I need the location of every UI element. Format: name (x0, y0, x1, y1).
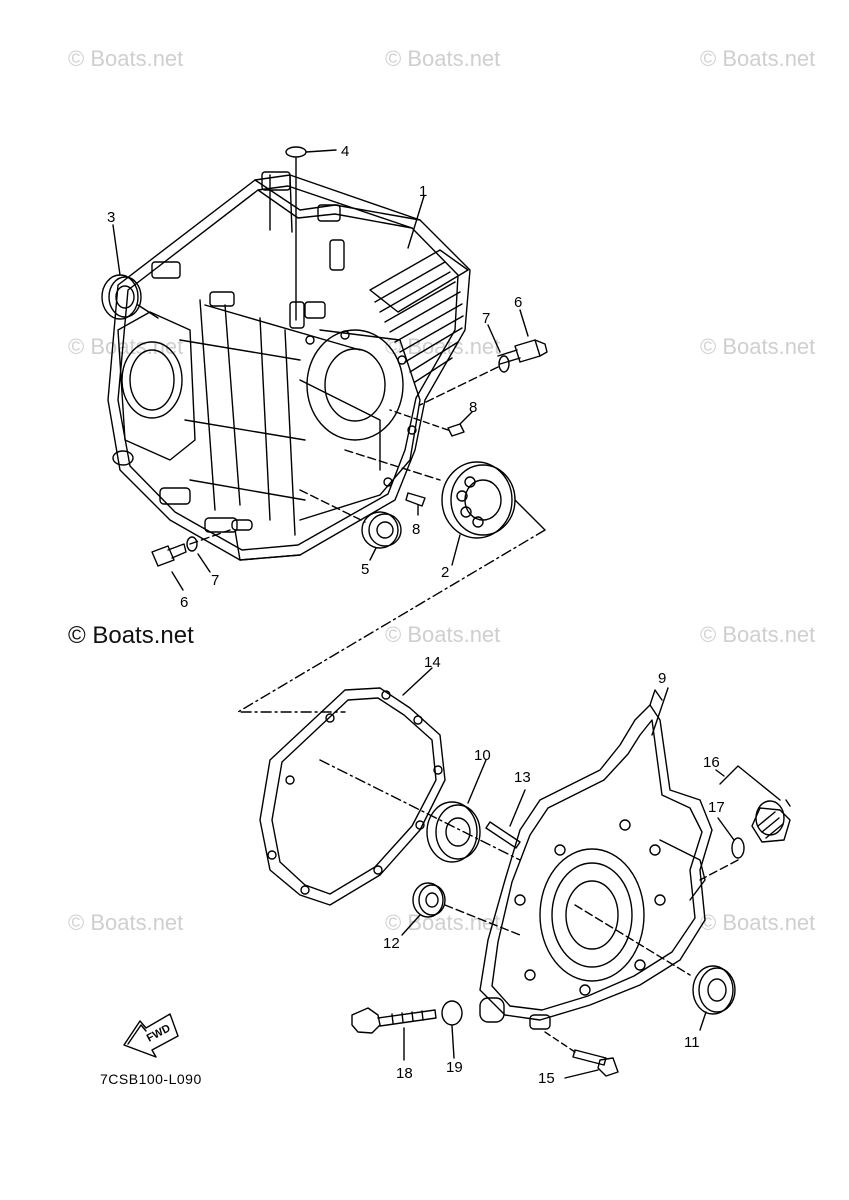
dipstick-part (351, 1007, 437, 1034)
dowel-pin-part (485, 821, 521, 849)
o-ring-part (441, 1000, 463, 1026)
callout-number: 19 (446, 1059, 463, 1076)
callout-number: 6 (514, 294, 522, 311)
callout-number: 7 (211, 572, 219, 589)
callout-number: 2 (441, 564, 449, 581)
watermark: © Boats.net (700, 910, 816, 935)
crankcase-part (107, 171, 471, 561)
callout-number: 13 (514, 769, 531, 786)
callout-number: 5 (361, 561, 369, 578)
washer-part (186, 536, 198, 552)
callout-number: 11 (684, 1034, 700, 1051)
callout-number: 16 (703, 754, 720, 771)
watermark-strong: © Boats.net (68, 622, 194, 649)
oil-seal-part (426, 801, 481, 863)
bolt-part (497, 339, 548, 365)
bolt-part (151, 543, 187, 567)
o-ring-part (731, 837, 745, 859)
watermark: © Boats.net (68, 910, 184, 935)
bolt-part (572, 1049, 619, 1077)
callout-number: 3 (107, 209, 115, 226)
callout-number: 1 (419, 183, 427, 200)
watermark: © Boats.net (385, 622, 501, 647)
forward-arrow-icon (123, 1013, 179, 1058)
callout-number: 9 (658, 670, 666, 687)
small-bearing-part (412, 882, 446, 918)
callout-number: 15 (538, 1070, 555, 1087)
callout-number: 8 (412, 521, 420, 538)
washer-part (498, 355, 510, 373)
drain-plug-part (751, 800, 791, 843)
callout-number: 4 (341, 143, 349, 160)
oil-seal-part (692, 965, 736, 1015)
watermark: © Boats.net (700, 46, 816, 71)
callout-number: 10 (474, 747, 491, 764)
gasket-part (259, 687, 446, 906)
diagram-code: 7CSB100-L090 (100, 1071, 202, 1087)
callout-number: 18 (396, 1065, 413, 1082)
callout-number: 8 (469, 399, 477, 416)
callout-number: 12 (383, 935, 400, 952)
washer-part (285, 146, 307, 158)
small-bearing-part (361, 511, 402, 549)
watermark: © Boats.net (68, 46, 184, 71)
watermark: © Boats.net (385, 910, 501, 935)
watermark: © Boats.net (385, 46, 501, 71)
watermark: © Boats.net (700, 622, 816, 647)
callout-number: 7 (482, 310, 490, 327)
callout-number: 14 (424, 654, 441, 671)
crankcase-cover-part (479, 689, 713, 1030)
callout-number: 17 (708, 799, 725, 816)
dowel-pin-part (405, 423, 465, 507)
callout-number: 6 (180, 594, 188, 611)
bearing-part (441, 461, 516, 539)
watermark: © Boats.net (700, 334, 816, 359)
